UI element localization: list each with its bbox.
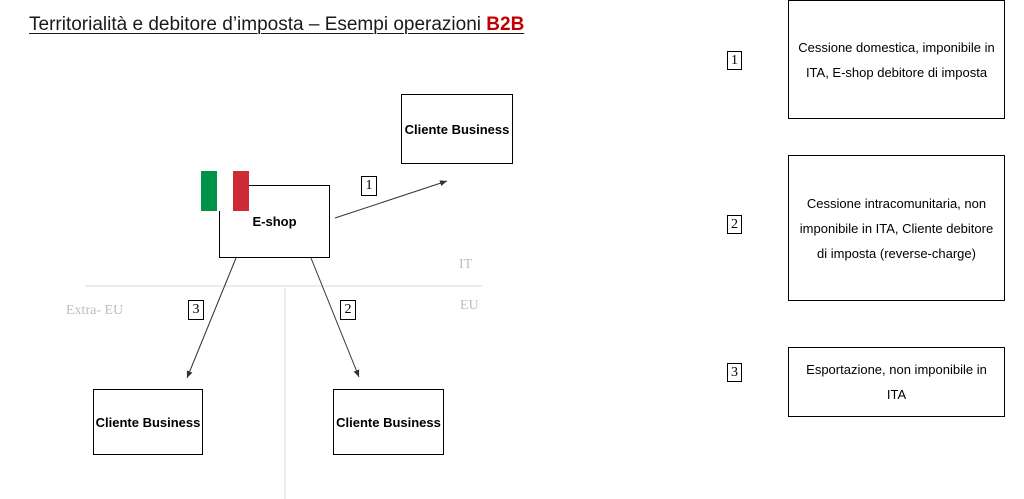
cliente-business-label: Cliente Business: [336, 414, 441, 430]
legend-text: Cessione intracomunitaria, non imponibil…: [799, 195, 994, 261]
legend-item-2: Cessione intracomunitaria, non imponibil…: [788, 155, 1005, 301]
cliente-business-node-eu: Cliente Business: [333, 389, 444, 455]
legend-text: Cessione domestica, imponibile in ITA, E…: [798, 39, 995, 80]
flow-number-3: 3: [188, 300, 204, 320]
legend-number-2: 2: [727, 215, 742, 234]
zone-label-extra-eu: Extra- EU: [66, 303, 124, 318]
zone-label-eu: EU: [460, 298, 479, 313]
eshop-label: E-shop: [252, 214, 297, 229]
flow-1-arrow: [334, 180, 448, 219]
cliente-business-node-it: Cliente Business: [401, 94, 513, 164]
legend-text: Esportazione, non imponibile in ITA: [806, 362, 987, 402]
page-title: Territorialità e debitore d’imposta – Es…: [29, 14, 525, 35]
title-accent: B2B: [486, 14, 525, 35]
cliente-business-label: Cliente Business: [404, 121, 510, 137]
legend-number-3: 3: [727, 363, 742, 382]
italy-flag-icon: [201, 171, 249, 211]
legend-number-1: 1: [727, 51, 742, 70]
flow-2-arrow: [310, 257, 360, 378]
legend-item-1: Cessione domestica, imponibile in ITA, E…: [788, 0, 1005, 119]
flow-number-1: 1: [361, 176, 377, 196]
cliente-business-node-extra-eu: Cliente Business: [93, 389, 203, 455]
legend-item-3: Esportazione, non imponibile in ITA: [788, 347, 1005, 417]
flow-number-2: 2: [340, 300, 356, 320]
cliente-business-label: Cliente Business: [95, 414, 201, 430]
flow-3-arrow: [186, 257, 237, 379]
zone-label-it: IT: [459, 257, 473, 272]
